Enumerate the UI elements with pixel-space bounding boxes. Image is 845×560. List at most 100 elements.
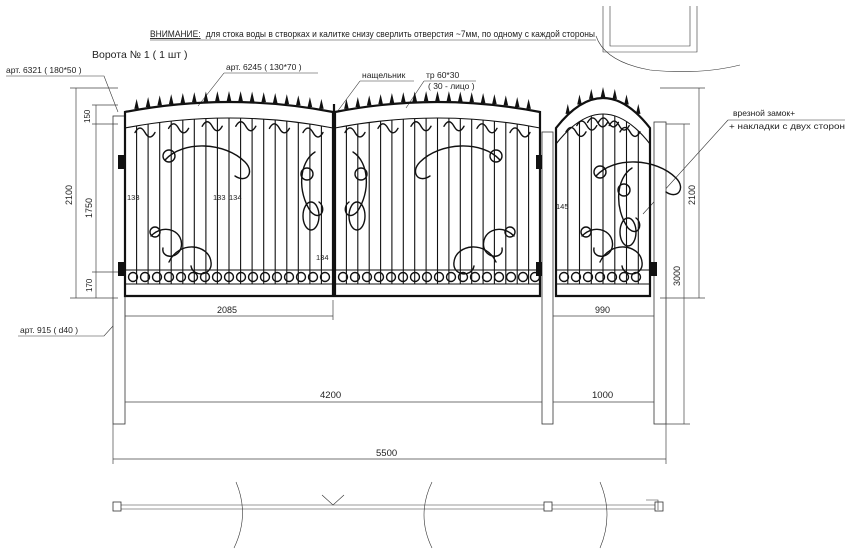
left-leaf-spike xyxy=(180,93,186,103)
left-leaf-ring xyxy=(259,271,271,283)
right-leaf-ring xyxy=(469,271,481,283)
wicket-band-scroll xyxy=(608,120,630,131)
right-leaf-band-scroll xyxy=(410,121,432,132)
left-leaf-spike xyxy=(261,92,266,103)
post-middle xyxy=(541,131,554,425)
right-leaf-spike xyxy=(401,92,406,103)
left-leaf-spike xyxy=(145,97,151,107)
left-leaf-ring xyxy=(271,271,283,283)
notice: ВНИМАНИЕ: для стока воды в створках и ка… xyxy=(150,29,596,41)
gap-133-b: 133 xyxy=(213,193,226,202)
wicket-spike xyxy=(600,87,606,97)
right-leaf-ring xyxy=(517,271,529,283)
dim-5500: 5500 xyxy=(376,448,397,459)
left-leaf-spike xyxy=(307,97,313,107)
hinge xyxy=(118,155,124,169)
left-leaf-center-curl xyxy=(300,167,314,181)
dim-1000: 1000 xyxy=(592,390,613,401)
left-leaf-spike xyxy=(192,92,197,103)
left-leaf-ring xyxy=(211,271,223,283)
wicket-band-scroll xyxy=(576,120,598,131)
right-leaf-spike xyxy=(344,98,349,109)
gate-art xyxy=(118,87,682,298)
wicket-spike xyxy=(624,94,629,105)
right-leaf-ring xyxy=(505,271,517,283)
right-leaf-spike xyxy=(355,97,361,107)
right-leaf-band-scroll xyxy=(476,123,498,134)
right-leaf-spike xyxy=(503,95,509,106)
wicket-band-scroll xyxy=(597,117,620,128)
hinge xyxy=(118,262,124,276)
dim-150: 150 xyxy=(83,109,92,123)
dim-2100-right: 2100 xyxy=(687,185,697,205)
left-leaf-band-scroll xyxy=(268,123,291,134)
gap-145: 145 xyxy=(556,202,569,211)
right-leaf-rosette xyxy=(348,201,366,231)
right-leaf-c-scroll xyxy=(414,145,501,180)
left-leaf-ring xyxy=(139,271,151,283)
right-leaf-ring xyxy=(493,271,505,283)
right-leaf-ring xyxy=(397,271,409,283)
right-leaf-band-scroll xyxy=(509,127,531,138)
right-leaf-low-curl xyxy=(504,226,516,238)
right-leaf-ring xyxy=(349,271,361,283)
left-leaf-spike xyxy=(134,98,139,109)
right-leaf-ring xyxy=(481,271,493,283)
left-leaf-spike xyxy=(226,91,232,101)
left-leaf-spike xyxy=(238,91,243,102)
right-leaf-ring xyxy=(385,271,397,283)
dimension-labels: 150 2100 1750 170 2100 3000 2085 990 420… xyxy=(64,109,697,459)
right-leaf-ring xyxy=(457,271,469,283)
hinge xyxy=(651,262,657,276)
dim-2085: 2085 xyxy=(217,305,237,315)
dim-2100-left: 2100 xyxy=(64,185,74,205)
left-leaf-frame xyxy=(123,100,335,298)
right-leaf-band-scroll xyxy=(344,127,366,138)
left-leaf-ring xyxy=(175,271,187,283)
right-leaf-spike xyxy=(492,94,497,105)
left-leaf-band-scroll xyxy=(134,127,156,138)
wicket-low-curl xyxy=(580,226,592,238)
left-leaf-ring xyxy=(127,271,139,283)
right-leaf-ring xyxy=(373,271,385,283)
right-leaf-low-scroll-b xyxy=(453,246,497,275)
wicket-low-scroll-a xyxy=(581,228,614,257)
left-leaf-center-scroll xyxy=(300,151,324,217)
right-leaf-spike xyxy=(458,91,463,102)
left-leaf-spike xyxy=(272,93,278,103)
right-leaf-spike xyxy=(526,98,531,109)
notice-prefix: ВНИМАНИЕ: xyxy=(150,29,201,39)
wicket-curl xyxy=(593,165,607,179)
right-leaf-spike xyxy=(435,91,440,101)
right-leaf-ring xyxy=(529,271,541,283)
left-leaf-ring xyxy=(187,271,199,283)
left-leaf-low-scroll-a xyxy=(150,228,183,257)
detail-view-fragment xyxy=(595,6,741,72)
dim-170: 170 xyxy=(85,278,94,292)
left-leaf-rosette xyxy=(302,201,320,231)
right-leaf-center-scroll xyxy=(344,151,368,217)
dimension-lines xyxy=(70,87,705,464)
right-leaf-spike xyxy=(412,91,417,102)
right-leaf-band-scroll xyxy=(443,121,465,132)
left-leaf-band-scroll xyxy=(235,121,257,132)
wicket-band-scroll xyxy=(565,126,587,138)
right-leaf-ring xyxy=(433,271,445,283)
wicket-ring xyxy=(606,271,618,283)
wicket-band-scroll xyxy=(619,126,641,138)
dim-4200: 4200 xyxy=(320,390,341,401)
right-leaf-spike xyxy=(446,91,452,102)
gap-134-a: 134 xyxy=(229,193,242,202)
left-leaf-ring xyxy=(223,271,235,283)
right-leaf-low-scroll-a xyxy=(482,228,515,257)
right-leaf-spike xyxy=(378,94,383,105)
right-leaf-ring xyxy=(361,271,373,283)
left-leaf-c-scroll xyxy=(164,145,251,180)
left-leaf-spike xyxy=(203,91,209,102)
wicket-spike xyxy=(612,88,617,99)
right-leaf-ring xyxy=(421,271,433,283)
dim-990: 990 xyxy=(595,305,610,315)
right-leaf-spike xyxy=(423,91,429,102)
left-leaf-ring xyxy=(283,271,295,283)
left-leaf-low-scroll-b xyxy=(168,246,212,275)
